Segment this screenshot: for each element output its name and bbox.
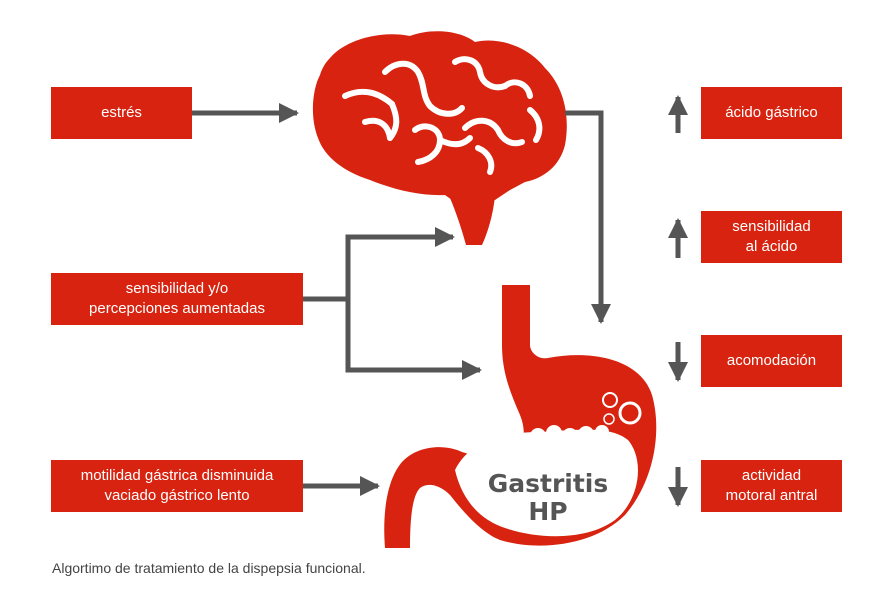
stomach-illustration	[384, 285, 657, 548]
stomach-label-line1: Gastritis	[487, 469, 609, 498]
effect-gastric-acid-label: ácido gástrico	[725, 104, 818, 121]
stomach-label-line2: HP	[528, 497, 568, 526]
effect-antral-activity: actividad motoral antral	[701, 460, 842, 512]
bubbles-icon	[602, 392, 642, 425]
factor-stress: estrés	[51, 87, 192, 139]
factor-sensitivity-label: sensibilidad y/o percepciones aumentadas	[89, 280, 265, 317]
effect-acid-sensitivity-label: sensibilidad al ácido	[732, 218, 811, 255]
effect-accommodation-label: acomodación	[726, 352, 817, 369]
connector-sensitivity	[303, 227, 482, 380]
stomach-label: Gastritis HP	[482, 470, 614, 526]
effect-gastric-acid: ácido gástrico	[701, 87, 842, 139]
effect-antral-activity-label: actividad motoral antral	[725, 467, 818, 504]
figure-caption: Algortimo de tratamiento de la dispepsia…	[52, 560, 366, 576]
brain-illustration	[312, 31, 567, 245]
factor-sensitivity: sensibilidad y/o percepciones aumentadas	[51, 273, 303, 325]
factor-stress-label: estrés	[101, 104, 142, 121]
connector-brain-stomach	[565, 110, 611, 324]
effect-accommodation: acomodación	[701, 335, 842, 387]
factor-motility: motilidad gástrica disminuida vaciado gá…	[51, 460, 303, 512]
factor-motility-label: motilidad gástrica disminuida vaciado gá…	[80, 467, 274, 504]
effect-acid-sensitivity: sensibilidad al ácido	[701, 211, 842, 263]
